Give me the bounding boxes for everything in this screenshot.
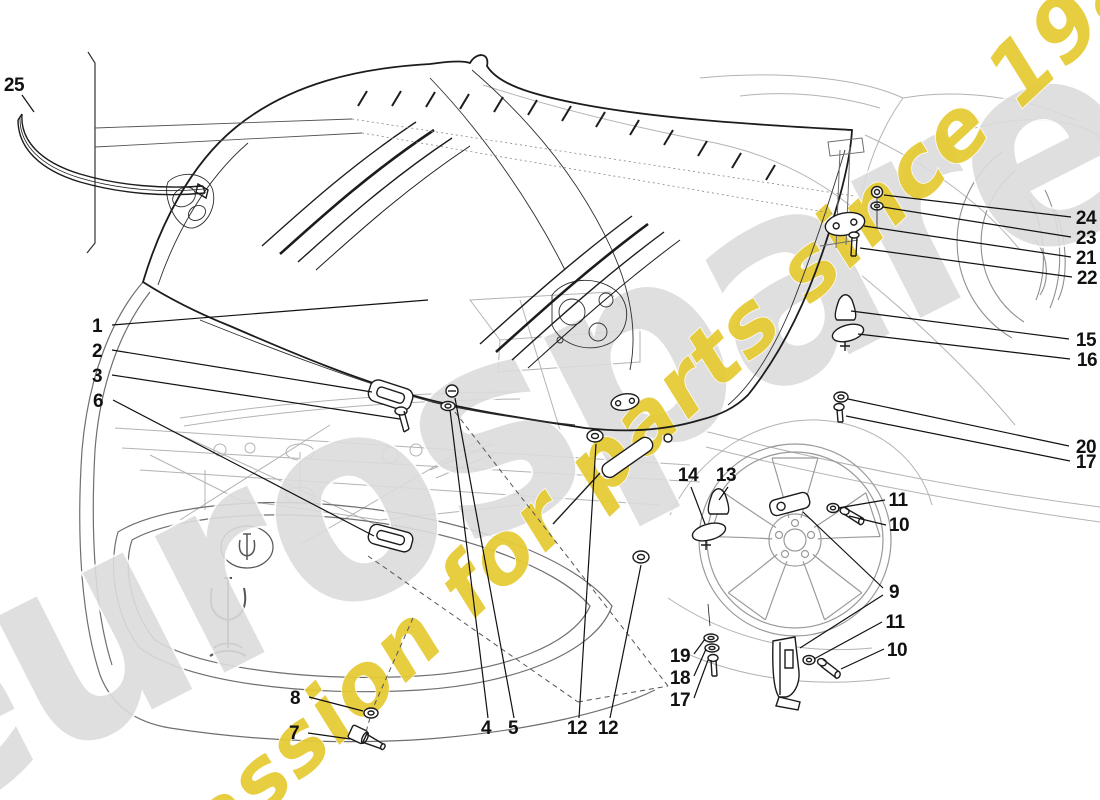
fastener-parts	[347, 185, 884, 751]
reference-dashes	[365, 411, 669, 733]
buffer-cone-b	[834, 294, 857, 321]
callout-22: 22	[1076, 268, 1098, 289]
callout-10-lower: 10	[886, 640, 908, 661]
callout-11-upper: 11	[888, 490, 908, 511]
seal-strip-part	[17, 113, 209, 200]
lid-strut	[552, 433, 673, 525]
front-lid-details	[157, 69, 846, 426]
callout-14: 14	[677, 465, 699, 486]
lid-latch-upper	[367, 379, 414, 411]
front-bumper	[79, 281, 656, 743]
grommet-a	[586, 429, 604, 443]
seal-guide-lines	[86, 51, 855, 254]
rear-wheel	[956, 151, 1066, 339]
grommet-b	[632, 550, 650, 564]
buffer-pad-b	[831, 323, 865, 351]
body-bracket	[610, 393, 640, 411]
callout-1: 1	[91, 316, 103, 337]
callout-15: 15	[1075, 330, 1097, 351]
callout-11-lower: 11	[885, 612, 905, 633]
callout-16: 16	[1076, 350, 1098, 371]
maserati-trident-emblem	[209, 577, 247, 657]
callout-17-lower: 17	[669, 690, 691, 711]
callout-21: 21	[1075, 248, 1097, 269]
callout-12-b: 12	[597, 718, 619, 739]
hood-centre-vents	[261, 121, 681, 369]
callout-12-a: 12	[566, 718, 588, 739]
maserati-trident-badge	[238, 533, 256, 560]
callout-7: 7	[288, 723, 300, 744]
screw-7	[347, 724, 386, 751]
callout-5: 5	[507, 718, 519, 739]
callout-2: 2	[91, 341, 103, 362]
callout-20: 20	[1075, 437, 1097, 458]
callout-3: 3	[91, 366, 103, 387]
callout-8: 8	[289, 688, 301, 709]
callout-18: 18	[669, 668, 691, 689]
hinge-bracket-upper	[769, 491, 811, 517]
hood-louvers-top	[357, 90, 776, 181]
callout-17-upper: 17	[1075, 452, 1097, 473]
wheel-spokes	[709, 457, 881, 621]
buffer-cone-a	[707, 488, 730, 515]
callout-13: 13	[715, 465, 737, 486]
callout-19: 19	[669, 646, 691, 667]
chassis-underlay	[114, 74, 1100, 683]
callout-24: 24	[1075, 208, 1097, 229]
callout-4: 4	[480, 718, 492, 739]
callout-23: 23	[1075, 228, 1097, 249]
callout-9: 9	[888, 582, 900, 603]
callout-10-upper: 10	[888, 515, 910, 536]
callout-6: 6	[92, 391, 104, 412]
buffer-pad-a	[691, 522, 727, 550]
front-lid-panel	[141, 54, 853, 432]
lid-latch-lower	[367, 523, 414, 553]
callout-25: 25	[3, 75, 25, 96]
latch-bracket-lower	[772, 636, 801, 711]
leader-lines	[21, 94, 1073, 740]
hinge-plate	[824, 211, 866, 237]
